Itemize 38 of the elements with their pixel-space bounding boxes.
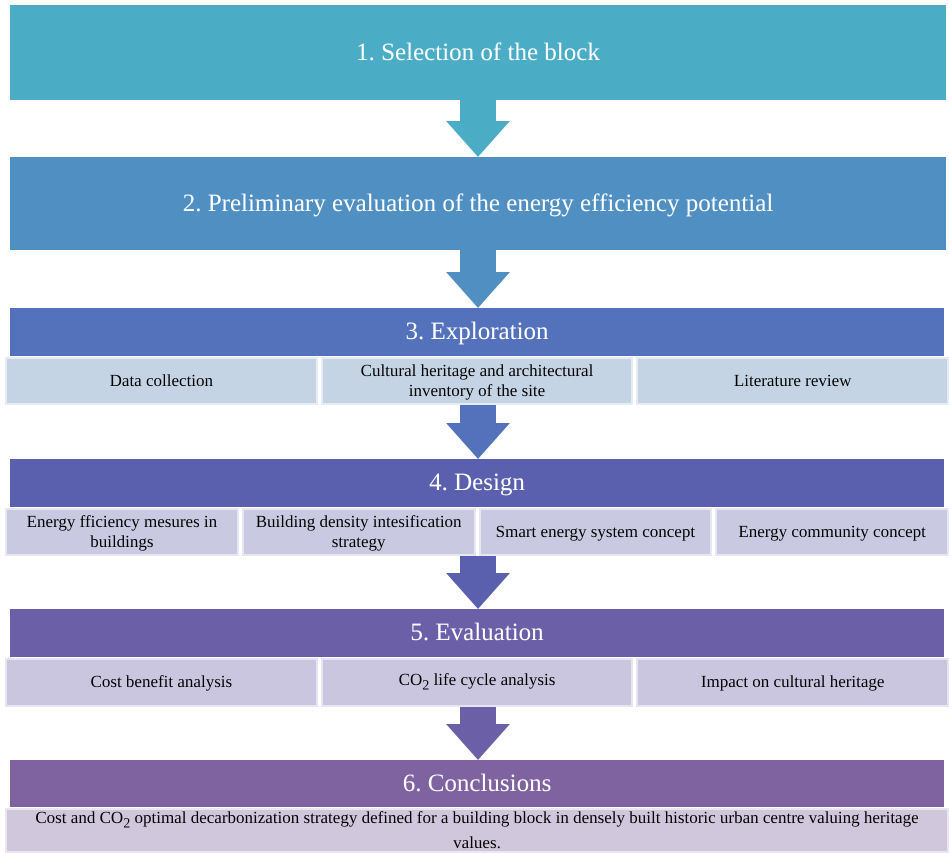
stage-band: [10, 157, 946, 250]
step-box: [5, 508, 239, 556]
step-box: [636, 357, 949, 405]
step-text: Impact on cultural heritage: [700, 672, 884, 693]
step-text: CO$_{2}$ life cycle analysis: [398, 670, 556, 695]
step-text: Building density intesification strategy: [254, 512, 463, 552]
stage-band: [5, 760, 949, 853]
stage-band: [10, 5, 946, 100]
step-text: Energy community concept: [738, 522, 926, 542]
block-arrow: [446, 405, 510, 459]
step-box: [320, 658, 634, 707]
step-box: [5, 357, 318, 405]
block-arrow: [446, 707, 510, 760]
stage-title: 1. Selection of the block: [356, 38, 600, 66]
stage-title: 4. Design: [429, 469, 525, 497]
step-text: Literature review: [734, 370, 852, 392]
stage-band: [5, 308, 949, 405]
step-text: Smart energy system concept: [496, 522, 696, 542]
step-box: [478, 508, 712, 556]
step-text: Energy fficiency mesures in buildings: [26, 512, 218, 552]
stage-title: 5. Evaluation: [410, 619, 544, 647]
block-arrow: [446, 556, 510, 609]
step-text: Data collection: [110, 370, 214, 392]
block-arrow: [446, 100, 510, 157]
stage-title: 6. Conclusions: [402, 770, 552, 798]
step-box: [242, 508, 476, 556]
step-text: Cost and CO$_{2}$ optimal decarbonization strategy defined for a building block in densely built historic urban centre valuing heritage values.: [34, 808, 920, 853]
step-text: Cultural heritage and architectural inventory of the site: [360, 360, 594, 402]
stage-band: [5, 609, 949, 707]
step-box: [636, 658, 949, 707]
stage-title: 3. Exploration: [405, 318, 549, 346]
step-box: [320, 357, 634, 405]
step-box: [5, 658, 318, 707]
stage-title: 2. Preliminary evaluation of the energy efficiency potential: [182, 190, 774, 218]
block-arrow: [446, 250, 510, 308]
step-box: [715, 508, 949, 556]
stage-band: [5, 459, 949, 556]
step-text: Cost benefit analysis: [90, 672, 232, 693]
